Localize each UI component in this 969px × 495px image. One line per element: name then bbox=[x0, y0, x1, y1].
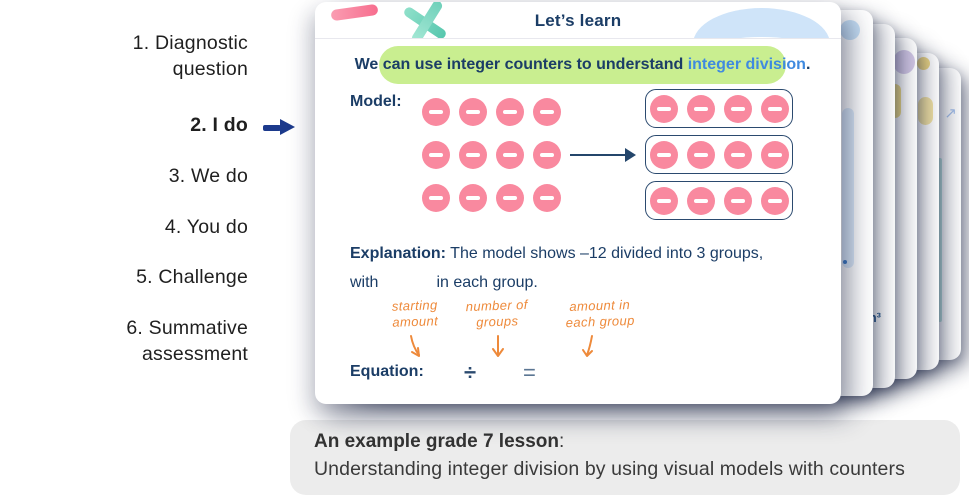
slide-title: Let’s learn bbox=[534, 11, 622, 30]
caption-box: An example grade 7 lesson: Understanding… bbox=[290, 420, 960, 495]
stack-decoration-blue-arc bbox=[840, 20, 860, 40]
negative-counter bbox=[422, 141, 450, 169]
divide-symbol: ÷ bbox=[464, 360, 477, 385]
model-arrow-icon bbox=[570, 154, 627, 156]
negative-counter bbox=[533, 98, 561, 126]
model-arrow-icon bbox=[625, 148, 636, 162]
negative-counter bbox=[760, 186, 789, 215]
negative-counter bbox=[686, 94, 715, 123]
slide-card-main: Let’s learn We can use integer counters … bbox=[315, 2, 841, 404]
negative-counter bbox=[723, 186, 752, 215]
explanation-line1: Explanation: The model shows –12 divided… bbox=[350, 245, 764, 262]
slide-header: Let’s learn bbox=[315, 2, 841, 39]
step-i-do[interactable]: 2. I do bbox=[190, 114, 248, 136]
group-column bbox=[645, 89, 793, 220]
step-challenge[interactable]: 5. Challenge bbox=[136, 266, 248, 288]
annotation-arrow-icon bbox=[492, 335, 504, 357]
annotation-arrow-icon bbox=[582, 335, 593, 357]
equals-symbol: = bbox=[523, 360, 536, 385]
caption-subtitle: Understanding integer division by using … bbox=[314, 458, 905, 480]
negative-counter bbox=[686, 140, 715, 169]
annotation-amount-in-each-group: amount in each group bbox=[565, 296, 636, 330]
negative-counter bbox=[649, 140, 678, 169]
learning-objective-pill: We can use integer counters to understan… bbox=[355, 46, 810, 84]
negative-counter bbox=[723, 140, 752, 169]
negative-counter bbox=[422, 98, 450, 126]
explanation-text: Explanation: The model shows –12 divided… bbox=[350, 239, 800, 297]
negative-counter bbox=[533, 184, 561, 212]
negative-counter bbox=[496, 98, 524, 126]
negative-counter bbox=[422, 184, 450, 212]
handwritten-annotations: starting amount number of groups amount … bbox=[315, 296, 841, 360]
counter-grid bbox=[422, 98, 561, 212]
group-box bbox=[645, 135, 793, 174]
step-we-do[interactable]: 3. We do bbox=[168, 165, 248, 187]
step-you-do[interactable]: 4. You do bbox=[164, 216, 248, 238]
negative-counter bbox=[649, 186, 678, 215]
annotation-starting-amount: starting amount bbox=[391, 297, 439, 330]
active-step-arrow-icon bbox=[263, 119, 297, 136]
negative-counter bbox=[760, 94, 789, 123]
equation-row: Equation: ÷ = bbox=[315, 360, 841, 390]
negative-counter bbox=[459, 184, 487, 212]
annotation-arrow-icon bbox=[410, 335, 420, 357]
annotation-number-of-groups: number of groups bbox=[465, 296, 529, 330]
stack-decoration-blue-pill bbox=[842, 108, 854, 268]
stack-decoration-purple-blob bbox=[893, 50, 915, 74]
step-diagnostic-question[interactable]: 1. Diagnostic question bbox=[132, 32, 248, 80]
equation-label: Equation: bbox=[350, 363, 424, 380]
stack-decoration-yellow-dot bbox=[917, 57, 930, 70]
negative-counter bbox=[649, 94, 678, 123]
step-summative-assessment[interactable]: 6. Summative assessment bbox=[126, 317, 248, 365]
objective-period: . bbox=[805, 56, 811, 73]
negative-counter bbox=[459, 98, 487, 126]
stack-decoration-teal-line bbox=[937, 158, 942, 322]
negative-counter bbox=[760, 140, 789, 169]
model-label: Model: bbox=[350, 93, 402, 110]
negative-counter bbox=[496, 184, 524, 212]
negative-counter bbox=[686, 186, 715, 215]
negative-counter bbox=[533, 141, 561, 169]
stack-decoration-blue-dot bbox=[843, 260, 847, 264]
negative-counter bbox=[723, 94, 752, 123]
group-box bbox=[645, 181, 793, 220]
lesson-step-list: 1. Diagnostic question 2. I do 3. We do … bbox=[0, 0, 295, 420]
caption-title: An example grade 7 lesson: bbox=[314, 431, 565, 452]
negative-counter bbox=[496, 141, 524, 169]
group-box bbox=[645, 89, 793, 128]
negative-counter bbox=[459, 141, 487, 169]
stack-decoration-arrow-icon: ↗ bbox=[944, 105, 957, 122]
stack-decoration-yellow-blob bbox=[918, 97, 933, 125]
objective-highlight: integer division bbox=[687, 56, 806, 73]
objective-text: We can use integer counters to understan… bbox=[354, 56, 688, 73]
